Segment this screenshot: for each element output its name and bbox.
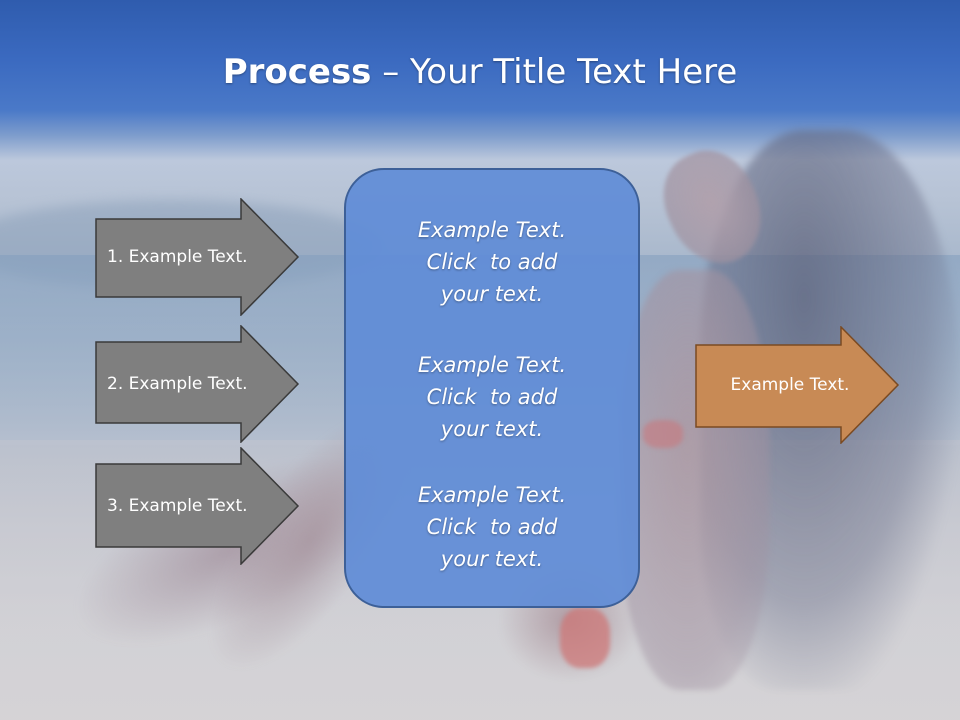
arrow-shape (95, 447, 300, 565)
process-arrow-1[interactable]: 1. Example Text. (95, 198, 300, 316)
arrow-shape (95, 198, 300, 316)
panel-line: Example Text. (417, 353, 567, 377)
panel-line: Click to add (426, 515, 558, 539)
arrow-label: 3. Example Text. (107, 496, 248, 516)
title-bold-part: Process (222, 52, 372, 92)
arrow-label: 1. Example Text. (107, 247, 248, 267)
panel-text-block-2: Example Text. Click to add your text. (346, 349, 638, 445)
center-text-panel[interactable]: Example Text. Click to add your text. Ex… (344, 168, 640, 608)
panel-text-block-1: Example Text. Click to add your text. (346, 214, 638, 310)
panel-line: Click to add (426, 385, 558, 409)
panel-line: your text. (440, 417, 544, 441)
arrow-shape (95, 325, 300, 443)
panel-line: your text. (440, 547, 544, 571)
panel-line: Example Text. (417, 483, 567, 507)
background-figure-body (620, 270, 770, 690)
arrow-shape (695, 326, 900, 444)
slide-title[interactable]: Process – Your Title Text Here (0, 52, 960, 92)
panel-text-block-3: Example Text. Click to add your text. (346, 479, 638, 575)
process-arrow-3[interactable]: 3. Example Text. (95, 447, 300, 565)
title-rest: – Your Title Text Here (371, 52, 738, 92)
arrow-label: Example Text. (730, 375, 850, 395)
background-figure-swimsuit (643, 420, 683, 448)
background-figure-swimsuit (560, 608, 610, 668)
process-arrow-2[interactable]: 2. Example Text. (95, 325, 300, 443)
arrow-label: 2. Example Text. (107, 374, 248, 394)
panel-line: Click to add (426, 250, 558, 274)
panel-line: Example Text. (417, 218, 567, 242)
result-arrow[interactable]: Example Text. (695, 326, 900, 444)
panel-line: your text. (440, 282, 544, 306)
